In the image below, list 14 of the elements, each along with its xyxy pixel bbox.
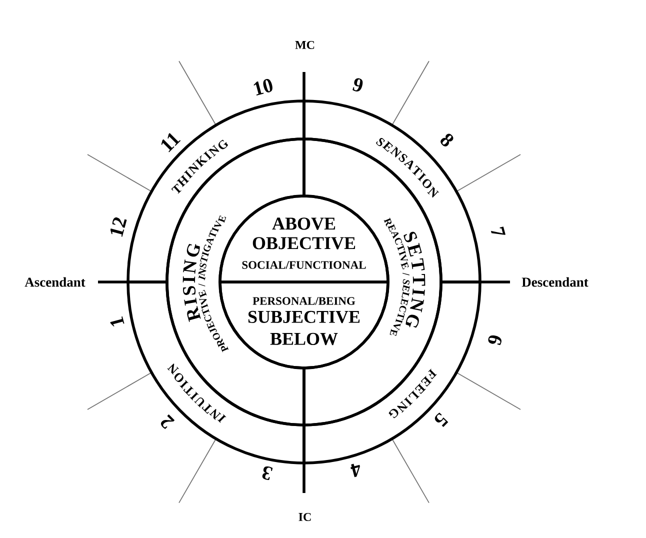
axis-label: Descendant [522,277,588,287]
house-number: 6 [488,335,502,346]
house-number: 9 [352,78,363,92]
house-number: 10 [254,79,272,96]
house-number: 8 [440,134,454,146]
house-number: 3 [262,466,273,480]
house-number: 1 [110,316,124,326]
axis-label: MC [295,40,314,50]
house-number: 12 [110,217,127,237]
house-number: 7 [490,226,506,235]
house-number: 5 [434,412,448,427]
axis-label: Ascendant [24,277,86,287]
house-number: 4 [350,464,360,478]
axis-label: IC [298,512,311,521]
